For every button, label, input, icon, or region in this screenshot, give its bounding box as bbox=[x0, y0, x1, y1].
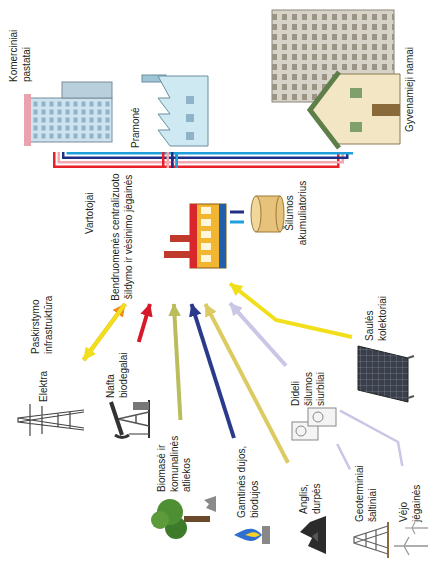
diagram-node: Vėjo jėgainės bbox=[394, 466, 428, 562]
flow-arrow bbox=[230, 211, 244, 214]
flow-arrow bbox=[174, 304, 181, 420]
connector bbox=[163, 152, 352, 168]
diagram-node: Nafta biodegalai bbox=[95, 342, 153, 442]
pipe-line bbox=[68, 152, 177, 168]
connector bbox=[139, 304, 150, 342]
node-label: Geoterminiai šaltiniai bbox=[354, 458, 379, 522]
pipe-line bbox=[177, 152, 352, 168]
pylon-icon bbox=[18, 404, 84, 436]
flow-arrow bbox=[192, 304, 234, 438]
diagram-node: Dideli šilumos siurbliai bbox=[286, 348, 340, 444]
flow-arrow bbox=[230, 303, 286, 366]
flow-arrow bbox=[205, 304, 288, 463]
gas-flame-icon bbox=[234, 526, 270, 544]
node-label: Komerciniai pastatai bbox=[8, 6, 33, 82]
connector bbox=[230, 284, 352, 338]
flow-arrow bbox=[230, 221, 244, 224]
biomass-icon bbox=[151, 496, 216, 539]
flow-arrow bbox=[340, 411, 402, 466]
flow-arrow bbox=[337, 444, 350, 469]
diagram-node: Anglis, durpės bbox=[288, 456, 334, 558]
node-label: Biomasė ir komunalinės atliekos bbox=[156, 422, 194, 492]
flow-arrow bbox=[139, 304, 150, 342]
diagram-node: Šilumos akumuliatorius bbox=[244, 172, 324, 252]
diagram-node: Pramonė bbox=[128, 52, 212, 152]
connector bbox=[337, 444, 350, 469]
annotation-label: Vartotojai bbox=[84, 170, 97, 234]
diagram-node: Elektra bbox=[8, 360, 88, 442]
connector bbox=[340, 411, 402, 466]
node-label: Saulės kolektoriai bbox=[364, 285, 389, 341]
flow-arrow bbox=[230, 284, 352, 338]
diagram-node: Komerciniai pastatai bbox=[6, 4, 116, 152]
diagram-node: Saulės kolektoriai bbox=[352, 281, 414, 407]
geothermal-icon bbox=[354, 522, 388, 558]
coal-icon bbox=[300, 516, 326, 554]
connector bbox=[174, 304, 181, 420]
connector bbox=[230, 303, 286, 366]
plant-icon bbox=[164, 204, 226, 268]
oil-pump-icon bbox=[111, 400, 149, 438]
heat-pump-icon bbox=[292, 408, 336, 440]
diagram-node: Bendruomenės centralizuoto šildymo ir vė… bbox=[110, 168, 230, 304]
diagram-node: Geoterminiai šaltiniai bbox=[350, 456, 390, 562]
wind-turbine-icon bbox=[394, 522, 428, 555]
node-label: Pramonė bbox=[130, 78, 143, 148]
heat-storage-tank-icon bbox=[251, 196, 284, 232]
node-label: Vėjo jėgainės bbox=[398, 468, 423, 522]
node-label: Dideli šilumos siurbliai bbox=[290, 350, 328, 406]
flow-arrow bbox=[84, 304, 125, 360]
node-label: Elektra bbox=[38, 362, 51, 402]
commercial-building-icon bbox=[24, 82, 112, 146]
connector bbox=[54, 152, 177, 168]
connector bbox=[205, 304, 288, 463]
node-label: Anglis, durpės bbox=[298, 458, 323, 514]
residential-icon bbox=[272, 10, 400, 148]
node-label: Nafta biodegalai bbox=[105, 346, 130, 398]
connector bbox=[84, 304, 125, 360]
diagram-node: Gyvenamieji namai bbox=[266, 4, 424, 152]
node-label: Bendruomenės centralizuoto šildymo ir vė… bbox=[110, 170, 135, 304]
diagram-node: Biomasė ir komunalinės atliekos bbox=[148, 420, 220, 544]
industry-icon bbox=[142, 75, 208, 146]
connector bbox=[230, 212, 244, 222]
flow-arrow bbox=[84, 304, 125, 360]
annotation-label: Paskirstymo infrastruktūra bbox=[30, 270, 55, 354]
solar-collector-icon bbox=[358, 346, 414, 402]
connector bbox=[84, 304, 125, 360]
diagram-node: Gamtinės dujos, biodujos bbox=[228, 438, 276, 552]
node-label: Šilumos akumuliatorius bbox=[284, 174, 309, 252]
node-label: Gyvenamieji namai bbox=[404, 8, 417, 132]
node-label: Gamtinės dujos, biodujos bbox=[236, 440, 261, 518]
connector bbox=[192, 304, 234, 438]
